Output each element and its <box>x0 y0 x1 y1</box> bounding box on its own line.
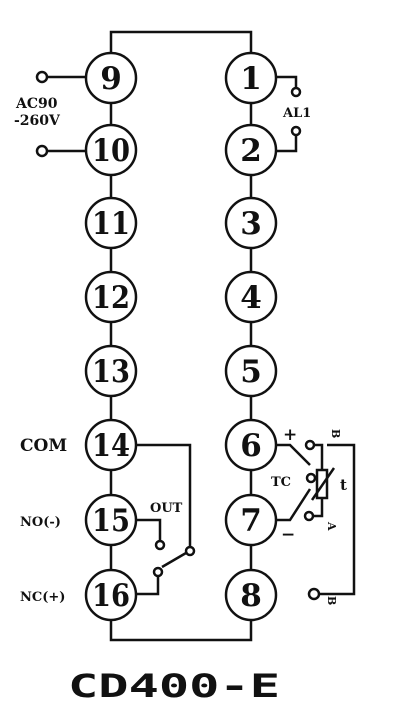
terminal-12 <box>84 270 138 324</box>
rtd-arrow <box>310 467 336 501</box>
alarm-contact-bottom <box>290 125 302 137</box>
rtd-a-contact <box>303 510 315 522</box>
terminal-6 <box>224 418 278 472</box>
terminal-4-label: 4 <box>240 280 262 316</box>
terminal-10-label: 10 <box>92 133 130 169</box>
nc-lead <box>136 577 160 596</box>
terminal-7 <box>224 493 278 547</box>
terminal-14-label: 14 <box>92 428 130 464</box>
terminal-15-label: 15 <box>92 503 130 539</box>
rtd-b-top-label: B <box>329 429 342 438</box>
rtd-b-bottom-contact <box>307 587 321 601</box>
terminal-16 <box>84 568 138 622</box>
rtd-b-bottom-label: B <box>325 596 338 605</box>
terminal-1 <box>224 51 278 105</box>
relay-no-contact <box>154 539 166 551</box>
top-bridge-wire <box>109 30 253 53</box>
tc-plus-label: + <box>283 425 297 445</box>
terminal-8-label: 8 <box>240 578 262 614</box>
ac-voltage-label-line1: AC90 <box>15 96 58 112</box>
ac-voltage-label-line2: -260V <box>14 113 61 129</box>
tc-plus-lead <box>276 443 311 466</box>
terminal-7-label: 7 <box>240 503 262 539</box>
alarm-contact-top <box>290 86 302 98</box>
tc-label: TC <box>271 475 291 490</box>
terminal-10 <box>84 123 138 177</box>
terminal-8 <box>224 568 278 622</box>
terminal-9-label: 9 <box>100 61 122 97</box>
terminal-2 <box>224 123 278 177</box>
nc-label: NC(+) <box>20 590 65 605</box>
com-lead <box>136 443 192 547</box>
rtd-a-label: A <box>325 521 338 531</box>
model-title: CD400-E <box>68 667 280 705</box>
terminal-6-label: 6 <box>240 428 262 464</box>
out-label: OUT <box>150 501 183 516</box>
terminal-15 <box>84 493 138 547</box>
terminal-4 <box>224 270 278 324</box>
com-label: COM <box>20 436 67 456</box>
terminal-3 <box>224 196 278 250</box>
terminal-2-label: 2 <box>240 133 262 169</box>
relay-arm <box>161 551 187 569</box>
relay-common-contact <box>184 545 196 557</box>
ac-terminal-9 <box>35 70 49 84</box>
tc-minus-lead <box>276 488 312 522</box>
tc-minus-label: − <box>281 525 295 545</box>
terminal-5 <box>224 344 278 398</box>
terminal-3-label: 3 <box>240 206 262 242</box>
rtd-bottom-lead <box>314 498 324 518</box>
terminal-13-label: 13 <box>92 354 130 390</box>
terminal-12-label: 12 <box>92 280 130 316</box>
rtd-top-lead <box>315 443 324 470</box>
terminal-11-label: 11 <box>92 206 130 242</box>
terminal-9 <box>84 51 138 105</box>
alarm-lead-1 <box>276 75 298 87</box>
terminal-11 <box>84 196 138 250</box>
alarm-label: AL1 <box>282 106 311 121</box>
rtd-b-top-contact <box>304 439 316 451</box>
terminal-5-label: 5 <box>240 354 262 390</box>
terminal-14 <box>84 418 138 472</box>
alarm-lead-2 <box>276 136 298 153</box>
relay-nc-contact <box>152 566 164 578</box>
rtd-b-return-wire <box>320 443 356 596</box>
terminal-1-label: 1 <box>240 61 262 97</box>
rtd-t-label: t <box>340 476 347 494</box>
ac-terminal-10 <box>35 144 49 158</box>
no-lead <box>136 518 162 540</box>
terminal-13 <box>84 344 138 398</box>
bottom-bridge-wire <box>109 620 253 642</box>
no-label: NO(-) <box>20 515 61 530</box>
terminal-16-label: 16 <box>92 578 130 614</box>
tc-junction <box>305 472 317 484</box>
